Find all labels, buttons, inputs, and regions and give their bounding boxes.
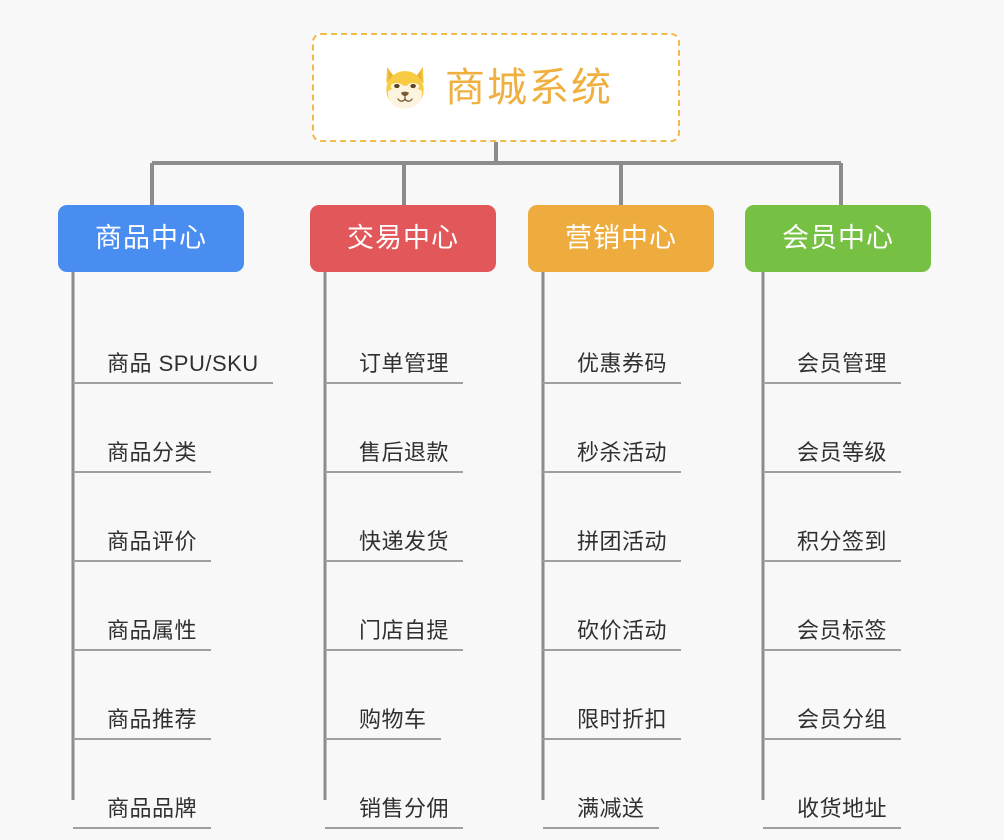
leaf-underline: 商品品牌 xyxy=(73,796,212,829)
leaf-label: 商品分类 xyxy=(107,440,198,465)
leaf-label: 商品推荐 xyxy=(107,707,198,732)
category-label-member: 会员中心 xyxy=(782,223,894,253)
leaf-label: 快递发货 xyxy=(359,529,450,554)
leaf-underline: 订单管理 xyxy=(325,351,464,384)
leaf-label: 订单管理 xyxy=(359,351,450,376)
category-box-member[interactable]: 会员中心 xyxy=(745,205,931,272)
leaf-label: 商品评价 xyxy=(107,529,198,554)
leaf-label: 会员标签 xyxy=(797,618,888,643)
leaf-label: 砍价活动 xyxy=(577,618,668,643)
leaf-underline: 积分签到 xyxy=(763,529,902,562)
root-title: 商城系统 xyxy=(445,65,613,110)
leaf-underline: 会员等级 xyxy=(763,440,902,473)
shiba-dog-face-icon xyxy=(386,66,424,110)
category-box-trade[interactable]: 交易中心 xyxy=(310,205,496,272)
leaf-label: 积分签到 xyxy=(797,529,888,554)
leaf-underline: 销售分佣 xyxy=(325,796,464,829)
leaf-underline: 优惠券码 xyxy=(543,351,682,384)
leaf-label: 商品属性 xyxy=(107,618,198,643)
leaf-underline: 购物车 xyxy=(325,709,441,740)
leaf-underline: 拼团活动 xyxy=(543,529,682,562)
category-label-trade: 交易中心 xyxy=(347,223,459,253)
leaf-underline: 售后退款 xyxy=(325,440,464,473)
category-box-marketing[interactable]: 营销中心 xyxy=(528,205,714,272)
leaf-underline: 商品 SPU/SKU xyxy=(73,353,273,384)
leaf-label: 满减送 xyxy=(577,796,645,821)
category-label-product: 商品中心 xyxy=(95,223,207,253)
leaf-label: 销售分佣 xyxy=(359,796,450,821)
leaf-underline: 限时折扣 xyxy=(543,707,682,740)
leaf-label: 门店自提 xyxy=(359,618,450,643)
leaf-underline: 满减送 xyxy=(543,798,659,829)
leaf-underline: 收货地址 xyxy=(763,796,902,829)
leaf-underline: 商品评价 xyxy=(73,529,212,562)
leaf-underline: 会员分组 xyxy=(763,707,902,740)
leaf-label: 秒杀活动 xyxy=(577,440,668,465)
leaf-underline: 商品分类 xyxy=(73,440,212,473)
leaf-label: 会员等级 xyxy=(797,440,888,465)
leaf-label: 售后退款 xyxy=(359,440,450,465)
category-label-marketing: 营销中心 xyxy=(565,223,677,253)
leaf-underline: 会员标签 xyxy=(763,618,902,651)
leaf-underline: 砍价活动 xyxy=(543,618,682,651)
leaf-underline: 商品推荐 xyxy=(73,707,212,740)
leaf-label: 优惠券码 xyxy=(577,351,668,376)
leaf-label: 购物车 xyxy=(359,707,427,732)
leaf-underline: 会员管理 xyxy=(763,351,902,384)
leaf-underline: 商品属性 xyxy=(73,618,212,651)
root-node[interactable]: 商城系统 xyxy=(312,33,680,142)
leaf-underline: 门店自提 xyxy=(325,618,464,651)
leaf-label: 商品 SPU/SKU xyxy=(107,351,259,376)
leaf-label: 会员管理 xyxy=(797,351,888,376)
leaf-underline: 快递发货 xyxy=(325,529,464,562)
leaf-label: 限时折扣 xyxy=(577,707,668,732)
leaf-underline: 秒杀活动 xyxy=(543,440,682,473)
leaf-label: 收货地址 xyxy=(797,796,888,821)
leaf-label: 会员分组 xyxy=(797,707,888,732)
category-box-product[interactable]: 商品中心 xyxy=(58,205,244,272)
leaf-label: 拼团活动 xyxy=(577,529,668,554)
leaf-label: 商品品牌 xyxy=(107,796,198,821)
